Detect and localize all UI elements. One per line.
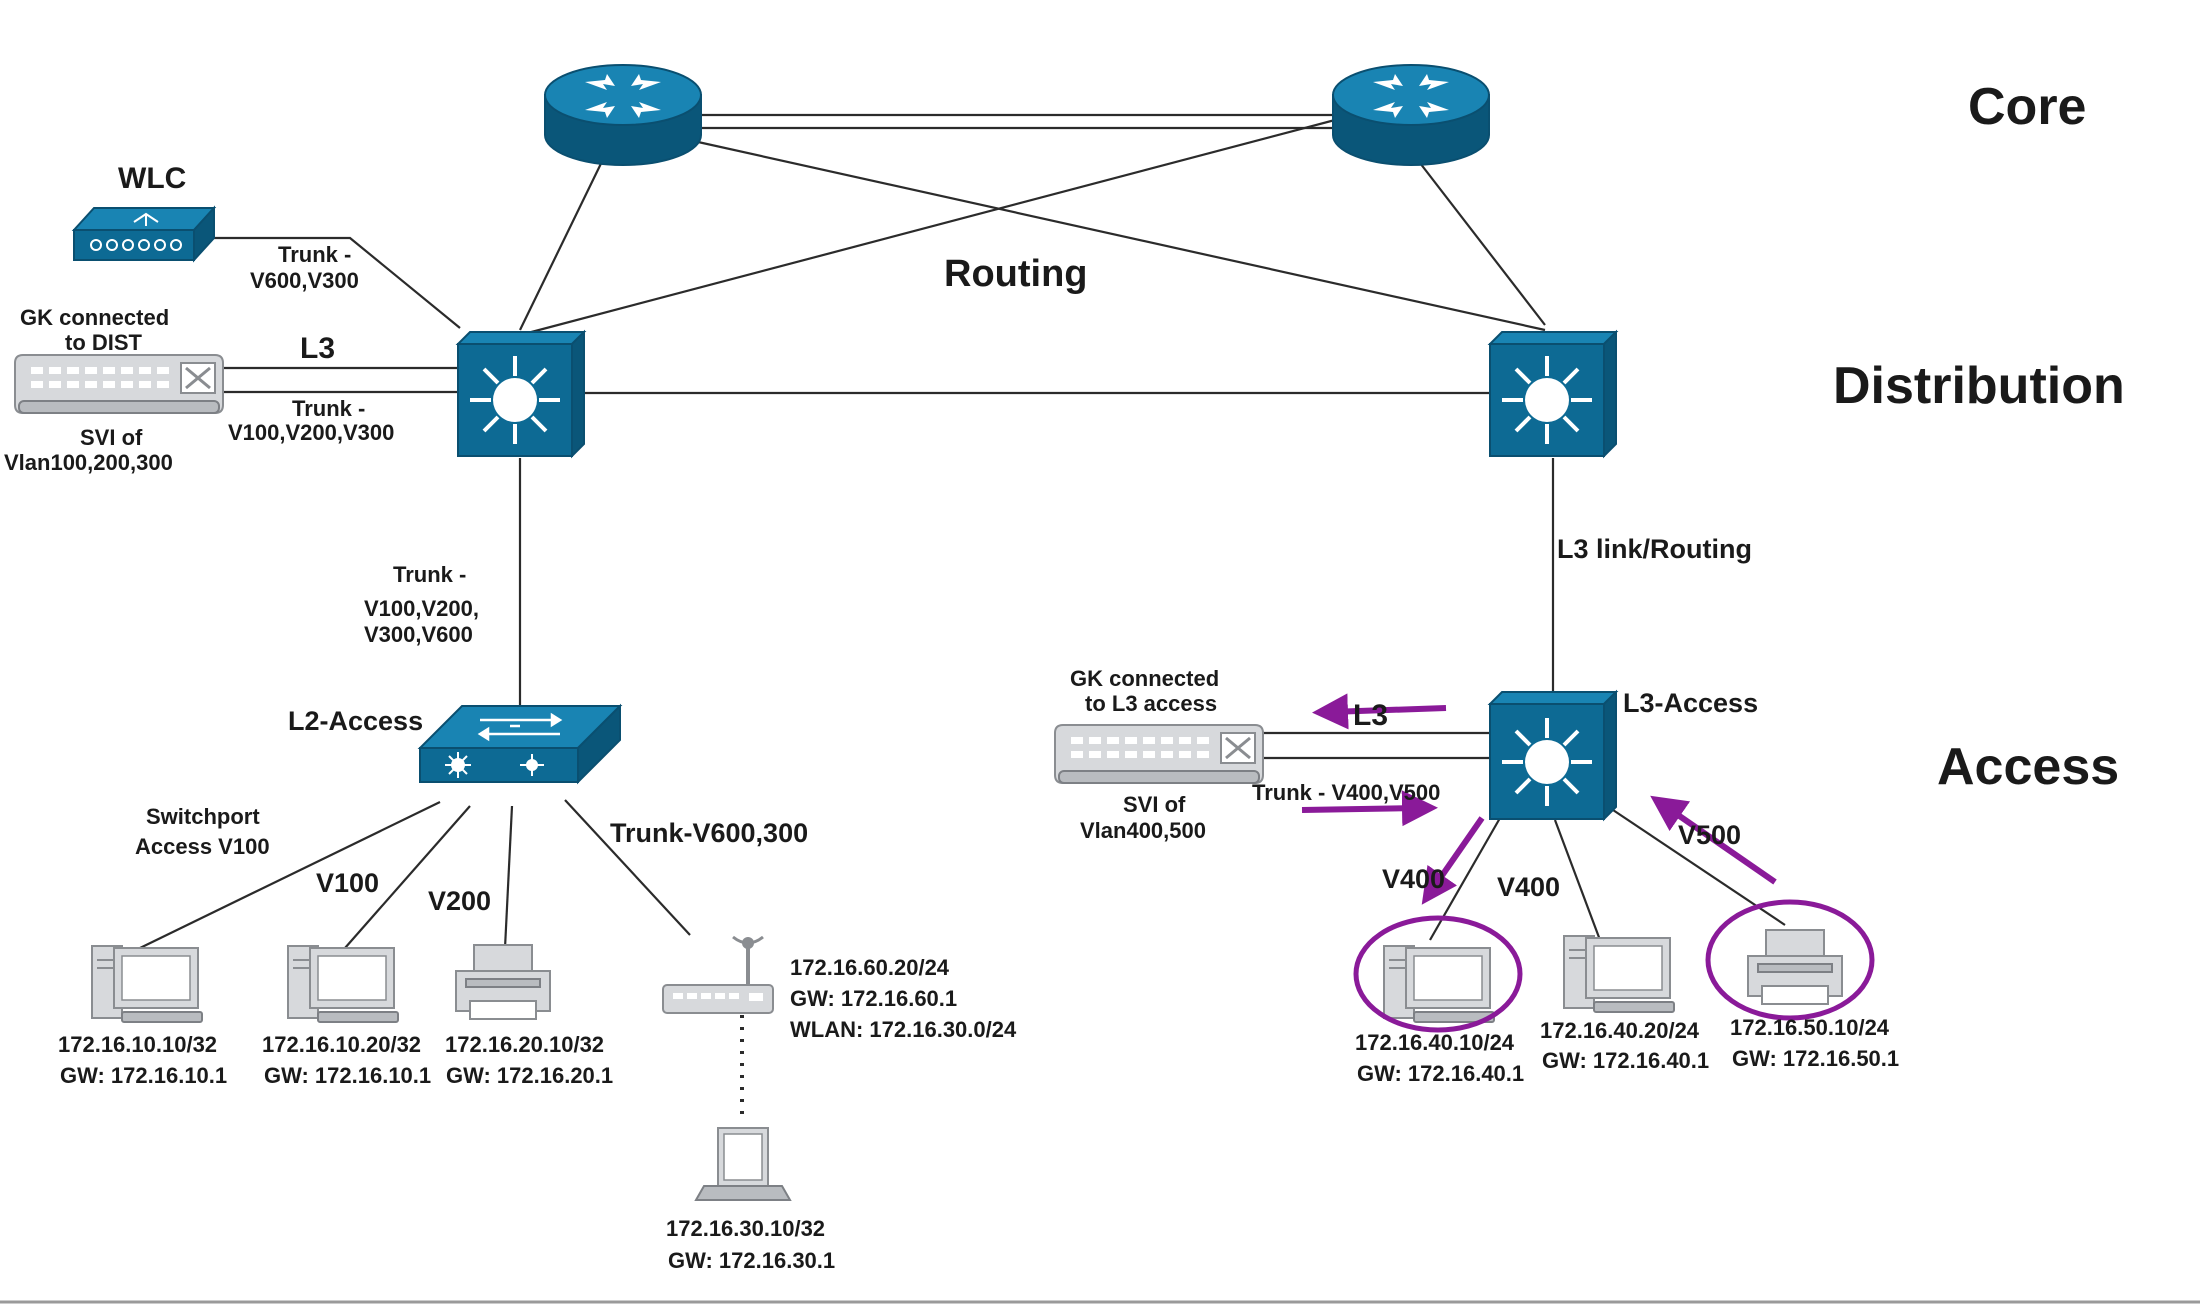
v100-label: V100 bbox=[316, 868, 379, 898]
gk-dist-l3-label: L3 bbox=[300, 332, 335, 365]
core1-dist2-link bbox=[679, 136, 1546, 332]
pc-icon bbox=[91, 945, 203, 1023]
gk-access-title-1: GK connected bbox=[1070, 666, 1219, 691]
ap-ip: 172.16.60.20/24 bbox=[790, 955, 950, 980]
layer3-switch-icon bbox=[455, 329, 587, 459]
gk-dist-trunk-label-1: Trunk - bbox=[292, 396, 365, 421]
ap-gw: GW: 172.16.60.1 bbox=[790, 986, 957, 1011]
tier-distribution: Distribution bbox=[1833, 357, 2125, 415]
wlc-label: WLC bbox=[118, 162, 186, 195]
v400b-label: V400 bbox=[1497, 872, 1560, 902]
router-icon bbox=[1332, 64, 1490, 166]
l3-host2-ip: 172.16.40.20/24 bbox=[1540, 1018, 1700, 1043]
layer3-switch-icon bbox=[1487, 329, 1619, 459]
l3-host1-ip: 172.16.40.10/24 bbox=[1355, 1030, 1515, 1055]
l3-link-label: L3 link/Routing bbox=[1557, 534, 1752, 564]
core2-dist1-link bbox=[519, 118, 1336, 337]
arrow-down-to-pc bbox=[1421, 816, 1485, 905]
gk-dist-svi-label-2: Vlan100,200,300 bbox=[4, 450, 173, 475]
links bbox=[139, 113, 1786, 1120]
wlc-link-label-2: V600,V300 bbox=[250, 268, 359, 293]
access-point-icon bbox=[662, 935, 774, 1014]
v200-label: V200 bbox=[428, 886, 491, 916]
l2-pc1-link bbox=[139, 801, 441, 949]
gk-dist-title-2: to DIST bbox=[65, 330, 143, 355]
gk-access-svi-2: Vlan400,500 bbox=[1080, 818, 1206, 843]
wlc-link-label-1: Trunk - bbox=[278, 242, 351, 267]
gatekeeper-icon bbox=[1054, 724, 1264, 784]
arrow-l3-left bbox=[1312, 693, 1447, 730]
wlc-dist-link bbox=[210, 236, 461, 329]
host3-gw: GW: 172.16.20.1 bbox=[446, 1063, 613, 1088]
core1-dist1-link bbox=[519, 144, 611, 331]
arrow-up-from-printer bbox=[1650, 795, 1777, 885]
pc-icon bbox=[1563, 935, 1675, 1013]
gk-dist-trunk-label-2: V100,V200,V300 bbox=[228, 420, 394, 445]
switchport-label-1: Switchport bbox=[146, 804, 260, 829]
laptop-ip: 172.16.30.10/32 bbox=[666, 1216, 825, 1241]
l2-pc2-link bbox=[344, 805, 471, 949]
tier-core: Core bbox=[1968, 78, 2086, 136]
host1-ip: 172.16.10.10/32 bbox=[58, 1032, 217, 1057]
l3-host2-gw: GW: 172.16.40.1 bbox=[1542, 1048, 1709, 1073]
l2-printer-link bbox=[503, 805, 514, 949]
l3-host1-gw: GW: 172.16.40.1 bbox=[1357, 1061, 1524, 1086]
laptop-gw: GW: 172.16.30.1 bbox=[668, 1248, 835, 1273]
switchport-label-2: Access V100 bbox=[135, 834, 270, 859]
pc-icon bbox=[287, 945, 399, 1023]
host1-gw: GW: 172.16.10.1 bbox=[60, 1063, 227, 1088]
host2-gw: GW: 172.16.10.1 bbox=[264, 1063, 431, 1088]
v400a-label: V400 bbox=[1382, 864, 1445, 894]
gk-access-l3-label: L3 bbox=[1353, 699, 1388, 732]
host2-ip: 172.16.10.20/32 bbox=[262, 1032, 421, 1057]
l3-pc2-link bbox=[1553, 819, 1602, 941]
l3-host3-ip: 172.16.50.10/24 bbox=[1730, 1015, 1890, 1040]
core2-dist2-link bbox=[1409, 149, 1546, 326]
l3-access-label: L3-Access bbox=[1623, 688, 1758, 718]
highlight-ring-printer bbox=[1705, 899, 1875, 1021]
gk-dist-title-1: GK connected bbox=[20, 305, 169, 330]
printer-icon bbox=[455, 944, 551, 1020]
dist-access-trunk-1: Trunk - bbox=[393, 562, 466, 587]
gk-access-title-2: to L3 access bbox=[1085, 691, 1217, 716]
printer-icon bbox=[1747, 929, 1843, 1005]
laptop-icon bbox=[694, 1127, 792, 1201]
labels: Core Distribution Access Routing WLC Tru… bbox=[4, 78, 2125, 1273]
highlight-annotations bbox=[1301, 693, 1875, 1033]
l2-ap-link bbox=[564, 799, 691, 936]
gk-dist-svi-label-1: SVI of bbox=[80, 425, 143, 450]
gatekeeper-icon bbox=[14, 354, 224, 414]
dist-access-trunk-3: V300,V600 bbox=[364, 622, 473, 647]
l2-access-label: L2-Access bbox=[288, 706, 423, 736]
wlc-icon bbox=[71, 205, 217, 263]
trunk-ap-label: Trunk-V600,300 bbox=[610, 818, 808, 848]
dist-access-trunk-2: V100,V200, bbox=[364, 596, 479, 621]
arrow-trunk-right bbox=[1301, 790, 1438, 827]
highlight-ring-pc bbox=[1353, 915, 1523, 1033]
host3-ip: 172.16.20.10/32 bbox=[445, 1032, 604, 1057]
layer3-switch-icon bbox=[1487, 689, 1619, 822]
pc-icon bbox=[1383, 945, 1495, 1023]
tier-access: Access bbox=[1937, 738, 2119, 796]
layer2-switch-icon bbox=[417, 703, 623, 785]
routing-label: Routing bbox=[944, 253, 1088, 295]
router-icon bbox=[544, 64, 702, 166]
ap-wlan: WLAN: 172.16.30.0/24 bbox=[790, 1017, 1017, 1042]
gk-access-svi-1: SVI of bbox=[1123, 792, 1186, 817]
gk-access-trunk-label: Trunk - V400,V500 bbox=[1252, 780, 1440, 805]
v500-label: V500 bbox=[1678, 820, 1741, 850]
l3-host3-gw: GW: 172.16.50.1 bbox=[1732, 1046, 1899, 1071]
